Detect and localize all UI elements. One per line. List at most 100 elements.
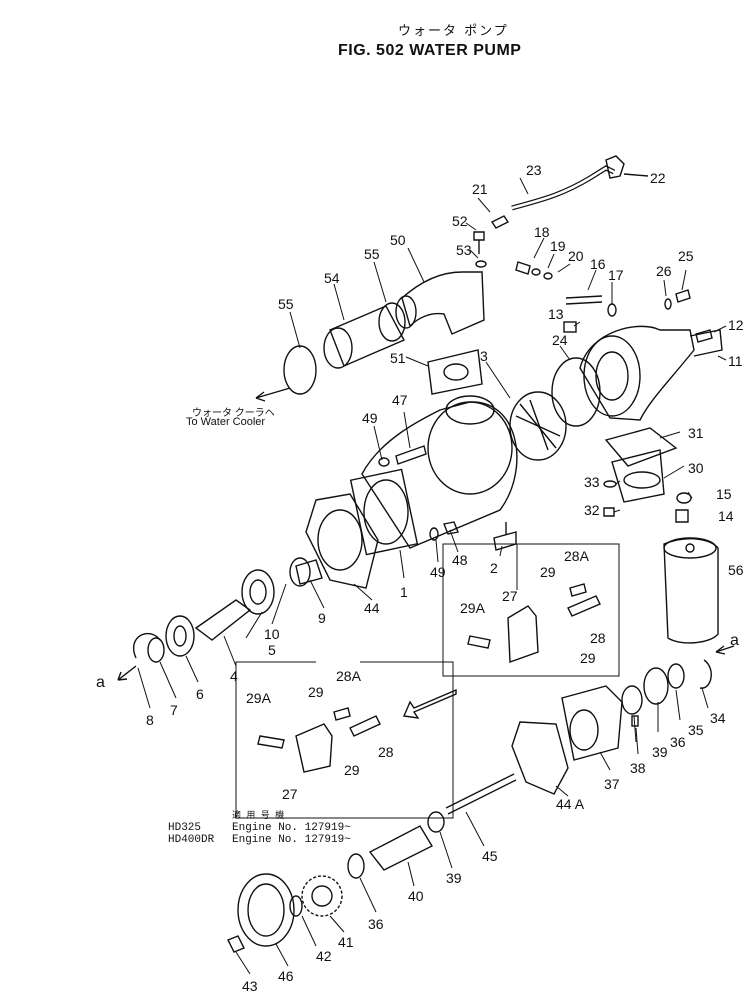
gasket-51: [427, 349, 483, 395]
part-label: 44: [364, 600, 380, 616]
part-label: 25: [678, 248, 694, 264]
bolt-28A-upper: [569, 583, 587, 597]
shaft-4: [194, 599, 252, 641]
snap-ring-34: [699, 659, 712, 689]
ring-7: [147, 637, 165, 663]
part-label: 9: [318, 610, 326, 626]
part-label: 31: [688, 425, 704, 441]
part-label: 37: [604, 776, 620, 792]
part-label: 8: [146, 712, 154, 728]
part-label: 5: [268, 642, 276, 658]
gasket-44: [305, 493, 379, 589]
washer-33: [603, 480, 617, 488]
filter-56: [663, 538, 719, 644]
part-label: 36: [670, 734, 686, 750]
part-label: 10: [264, 626, 280, 642]
stud-16: [565, 295, 603, 305]
elbow-22: [605, 155, 625, 179]
part-label: 42: [316, 948, 332, 964]
application-heading-jp: 適 用 号 機: [232, 811, 285, 821]
part-label: 21: [472, 181, 488, 197]
washer-15: [676, 492, 692, 504]
part-label: 40: [408, 888, 424, 904]
part-label: 56: [728, 562, 744, 578]
part-label: 7: [170, 702, 178, 718]
part-label: 23: [526, 162, 542, 178]
bolt-29A-upper: [467, 635, 491, 649]
part-label: 11: [728, 353, 743, 369]
pulley-46: [237, 873, 295, 947]
part-label: 15: [716, 486, 732, 502]
bolt-28A-lower: [333, 707, 351, 721]
bolt-18: [515, 261, 531, 275]
part-label: 3: [480, 348, 488, 364]
seal-9: [295, 559, 323, 585]
figure-title: FIG. 502 WATER PUMP: [338, 42, 522, 59]
tube-54: [329, 305, 405, 367]
seal-39-lower: [427, 811, 445, 833]
bolt-43: [227, 935, 245, 953]
part-label: 13: [548, 306, 564, 322]
part-label: 33: [584, 474, 600, 490]
bolt-25: [675, 289, 691, 303]
nut-48: [443, 521, 459, 535]
part-label: 27: [502, 588, 518, 604]
elbow-50: [401, 271, 485, 335]
inset-frame-lower: [235, 661, 454, 819]
part-label: 16: [590, 256, 606, 272]
part-label: 39: [652, 744, 668, 760]
part-label: 45: [482, 848, 498, 864]
part-label: 14: [718, 508, 734, 524]
part-label: 29A: [460, 600, 485, 616]
part-label: 48: [452, 552, 468, 568]
washer-49: [429, 527, 439, 541]
part-label: 2: [490, 560, 498, 576]
part-label: 49: [430, 564, 446, 580]
part-label: 28: [590, 630, 606, 646]
bolt-28-upper: [567, 595, 601, 617]
plug-13: [563, 321, 577, 333]
part-label: 28A: [336, 668, 361, 684]
o-ring-24: [551, 357, 601, 427]
seal-36: [643, 667, 669, 705]
part-label: 20: [568, 248, 584, 264]
part-label: 19: [550, 238, 566, 254]
drain-cock-14: [675, 509, 689, 523]
part-label: 53: [456, 242, 472, 258]
part-label: 29: [580, 650, 596, 666]
part-label: 26: [656, 263, 672, 279]
direction-arrow: [402, 688, 457, 719]
housing-37: [561, 685, 623, 761]
part-label: 47: [392, 392, 408, 408]
pump-body-1: [361, 401, 518, 549]
impeller-3: [509, 391, 567, 461]
bearing-6: [165, 615, 195, 657]
part-label: 4: [230, 668, 238, 684]
to-water-cooler-jp: ウォータ クーラヘ: [192, 408, 275, 419]
part-label: 29A: [246, 690, 271, 706]
part-label: 27: [282, 786, 298, 802]
to-water-cooler-label: To Water Cooler: [186, 416, 266, 428]
part-label: 28: [378, 744, 394, 760]
ring-42: [289, 895, 303, 917]
o-ring-55b: [283, 345, 317, 395]
bolt-12: [695, 329, 713, 343]
part-label: 52: [452, 213, 468, 229]
part-label: 18: [534, 224, 550, 240]
part-label: 41: [338, 934, 354, 950]
part-label: 30: [688, 460, 704, 476]
part-label: 12: [728, 317, 744, 333]
part-label: 50: [390, 232, 406, 248]
part-label: 34: [710, 710, 726, 726]
spacer-10: [289, 557, 311, 587]
o-ring-17: [607, 303, 617, 317]
application-engine-2: Engine No. 127919~: [232, 834, 351, 846]
part-label: 38: [630, 760, 646, 776]
bracket-27-upper: [507, 605, 539, 663]
part-label: 29: [308, 684, 324, 700]
gasket-44A: [511, 721, 569, 795]
figure-title-japanese: ウォータ ポンプ: [398, 24, 509, 39]
application-engine-1: Engine No. 127919~: [232, 822, 351, 834]
bolt-28-lower: [349, 715, 381, 737]
